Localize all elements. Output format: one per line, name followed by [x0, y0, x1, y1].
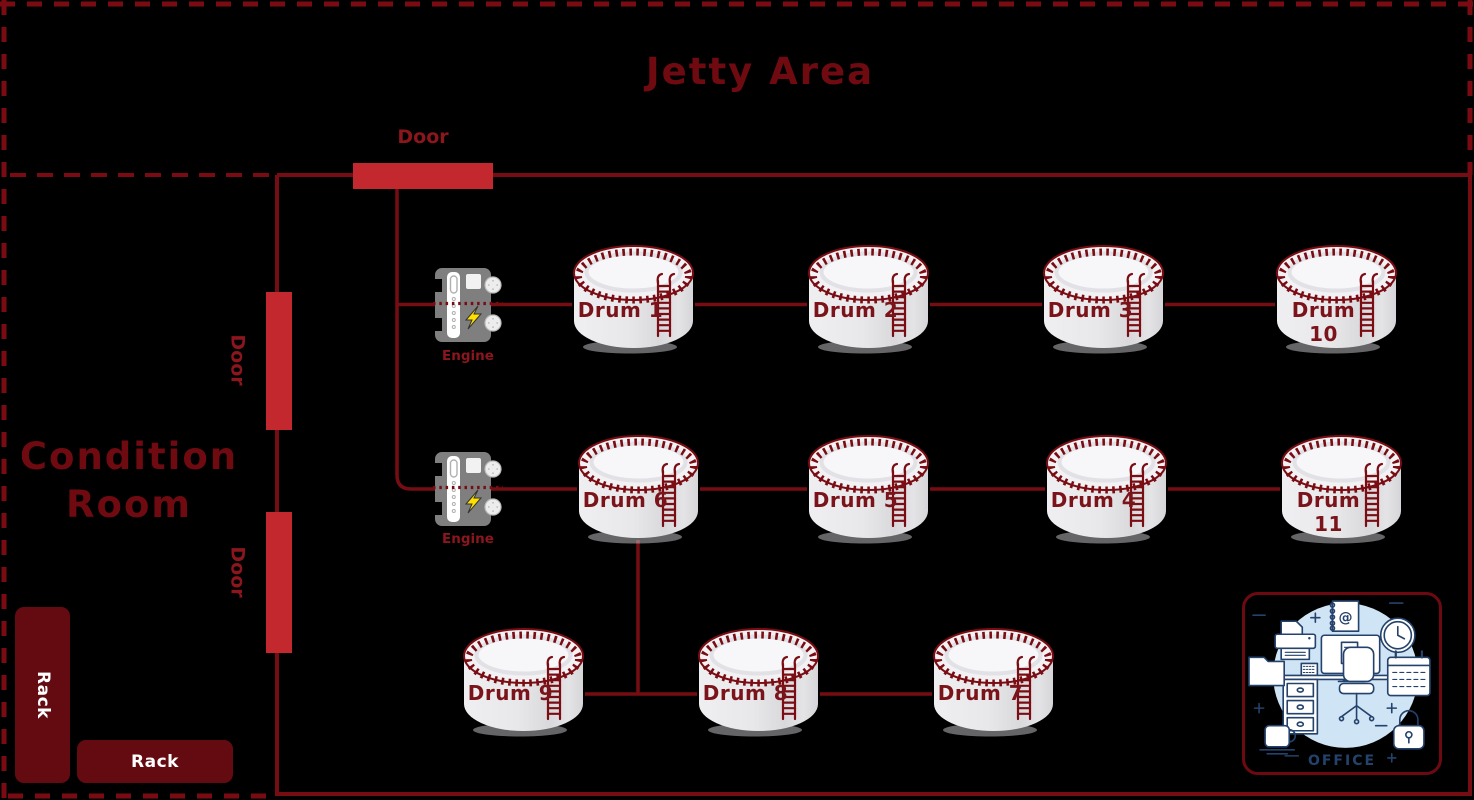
drum-1-label: Drum 1 — [577, 298, 664, 322]
office-box: @ OFFICE — [1242, 592, 1442, 775]
door-left-upper-label: Door — [227, 334, 249, 386]
drum-8-label: Drum 8 — [702, 681, 789, 705]
door-left-lower — [266, 512, 292, 653]
jetty-area-title: Jetty Area — [645, 50, 875, 93]
door-left-lower-label: Door — [227, 546, 249, 598]
drum-3-label: Drum 3 — [1047, 298, 1134, 322]
office-label: OFFICE — [1307, 753, 1377, 769]
drum-10-label: Drum 10 — [1291, 298, 1356, 346]
drum-11-label: Drum 11 — [1296, 488, 1361, 536]
door-top — [353, 163, 493, 189]
engine-1-label: Engine — [442, 348, 494, 364]
drum-4-label: Drum 4 — [1050, 488, 1137, 512]
rack-horizontal: Rack — [77, 740, 233, 783]
engine-1 — [433, 266, 503, 344]
drum-7-label: Drum 7 — [937, 681, 1024, 705]
drum-7: Drum 7 — [932, 626, 1055, 738]
drum-6: Drum 6 — [577, 433, 700, 545]
notebook-at-icon: @ — [1338, 610, 1352, 626]
pipes — [395, 189, 1280, 696]
office-illustration: @ — [1248, 600, 1431, 763]
rack-vertical: Rack — [15, 607, 70, 783]
drum-3: Drum 3 — [1042, 243, 1165, 355]
drum-11: Drum 11 — [1280, 433, 1403, 545]
drum-2: Drum 2 — [807, 243, 930, 355]
drum-4: Drum 4 — [1045, 433, 1168, 545]
door-left-upper — [266, 292, 292, 430]
drum-9-label: Drum 9 — [467, 681, 554, 705]
drum-1: Drum 1 — [572, 243, 695, 355]
condition-room-title: Condition Room — [0, 433, 258, 529]
engine-icon — [433, 266, 503, 344]
drum-8: Drum 8 — [697, 626, 820, 738]
rack-vertical-label: Rack — [32, 671, 53, 719]
drum-yard-walls — [275, 173, 1472, 796]
door-top-label: Door — [397, 126, 449, 148]
condition-room-line2: Room — [66, 483, 192, 526]
drum-2-label: Drum 2 — [812, 298, 899, 322]
engine-2 — [433, 450, 503, 528]
drum-6-label: Drum 6 — [582, 488, 669, 512]
drum-10: Drum 10 — [1275, 243, 1398, 355]
condition-room-line1: Condition — [19, 435, 239, 478]
engine-2-label: Engine — [442, 531, 494, 547]
drum-5-label: Drum 5 — [812, 488, 899, 512]
rack-horizontal-label: Rack — [131, 751, 179, 772]
drum-9: Drum 9 — [462, 626, 585, 738]
engine-icon — [433, 450, 503, 528]
drum-5: Drum 5 — [807, 433, 930, 545]
